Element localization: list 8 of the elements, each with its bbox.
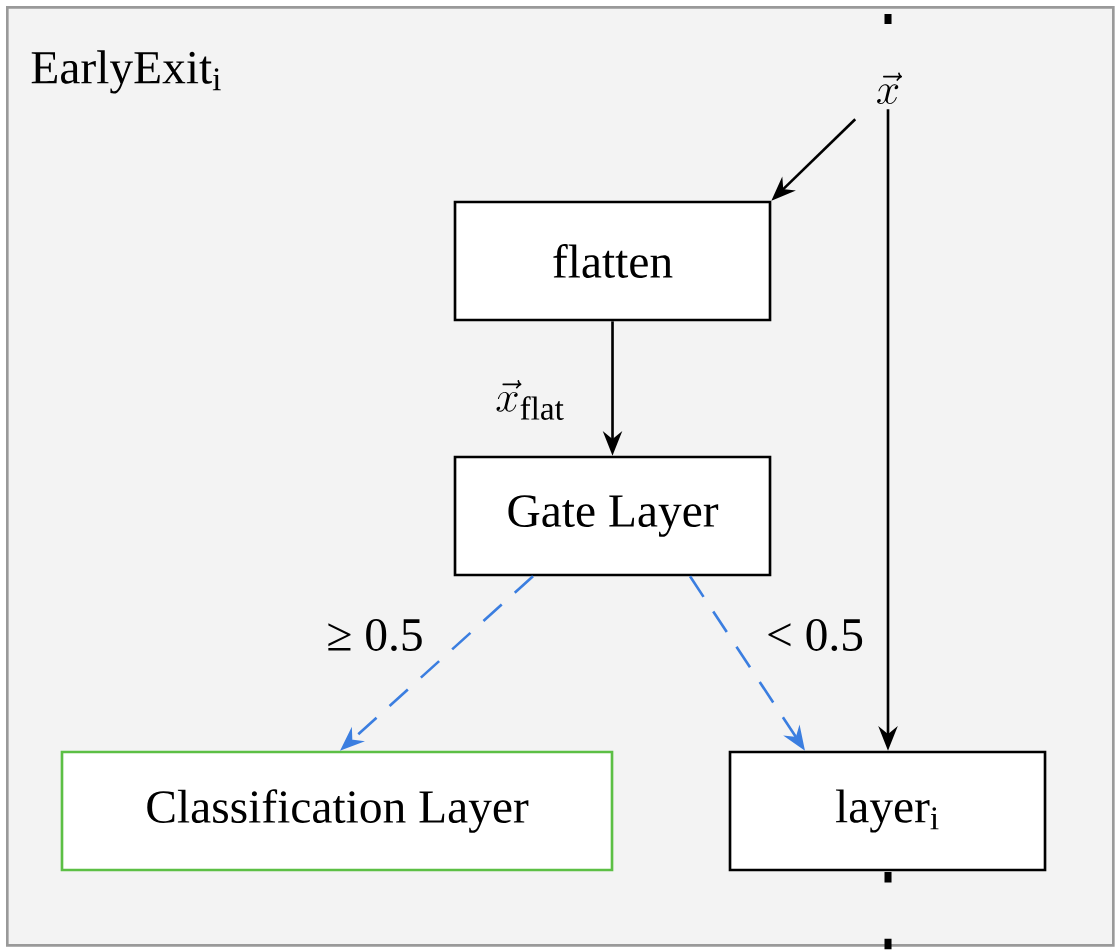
process-box: flatten — [453, 200, 772, 322]
edge-label: < 0.5 — [762, 615, 868, 655]
process-box: Gate Layer — [453, 455, 772, 577]
edge-label: ≥ 0.5 — [322, 615, 428, 655]
edge-label: $\vec{x}_{\mathrm{flat}}$ — [491, 376, 569, 424]
input-symbol: $\vec{x}$ — [877, 72, 903, 105]
process-box: Classification Layer — [60, 750, 614, 872]
process-box: layer$_{i}$ — [728, 750, 1047, 872]
